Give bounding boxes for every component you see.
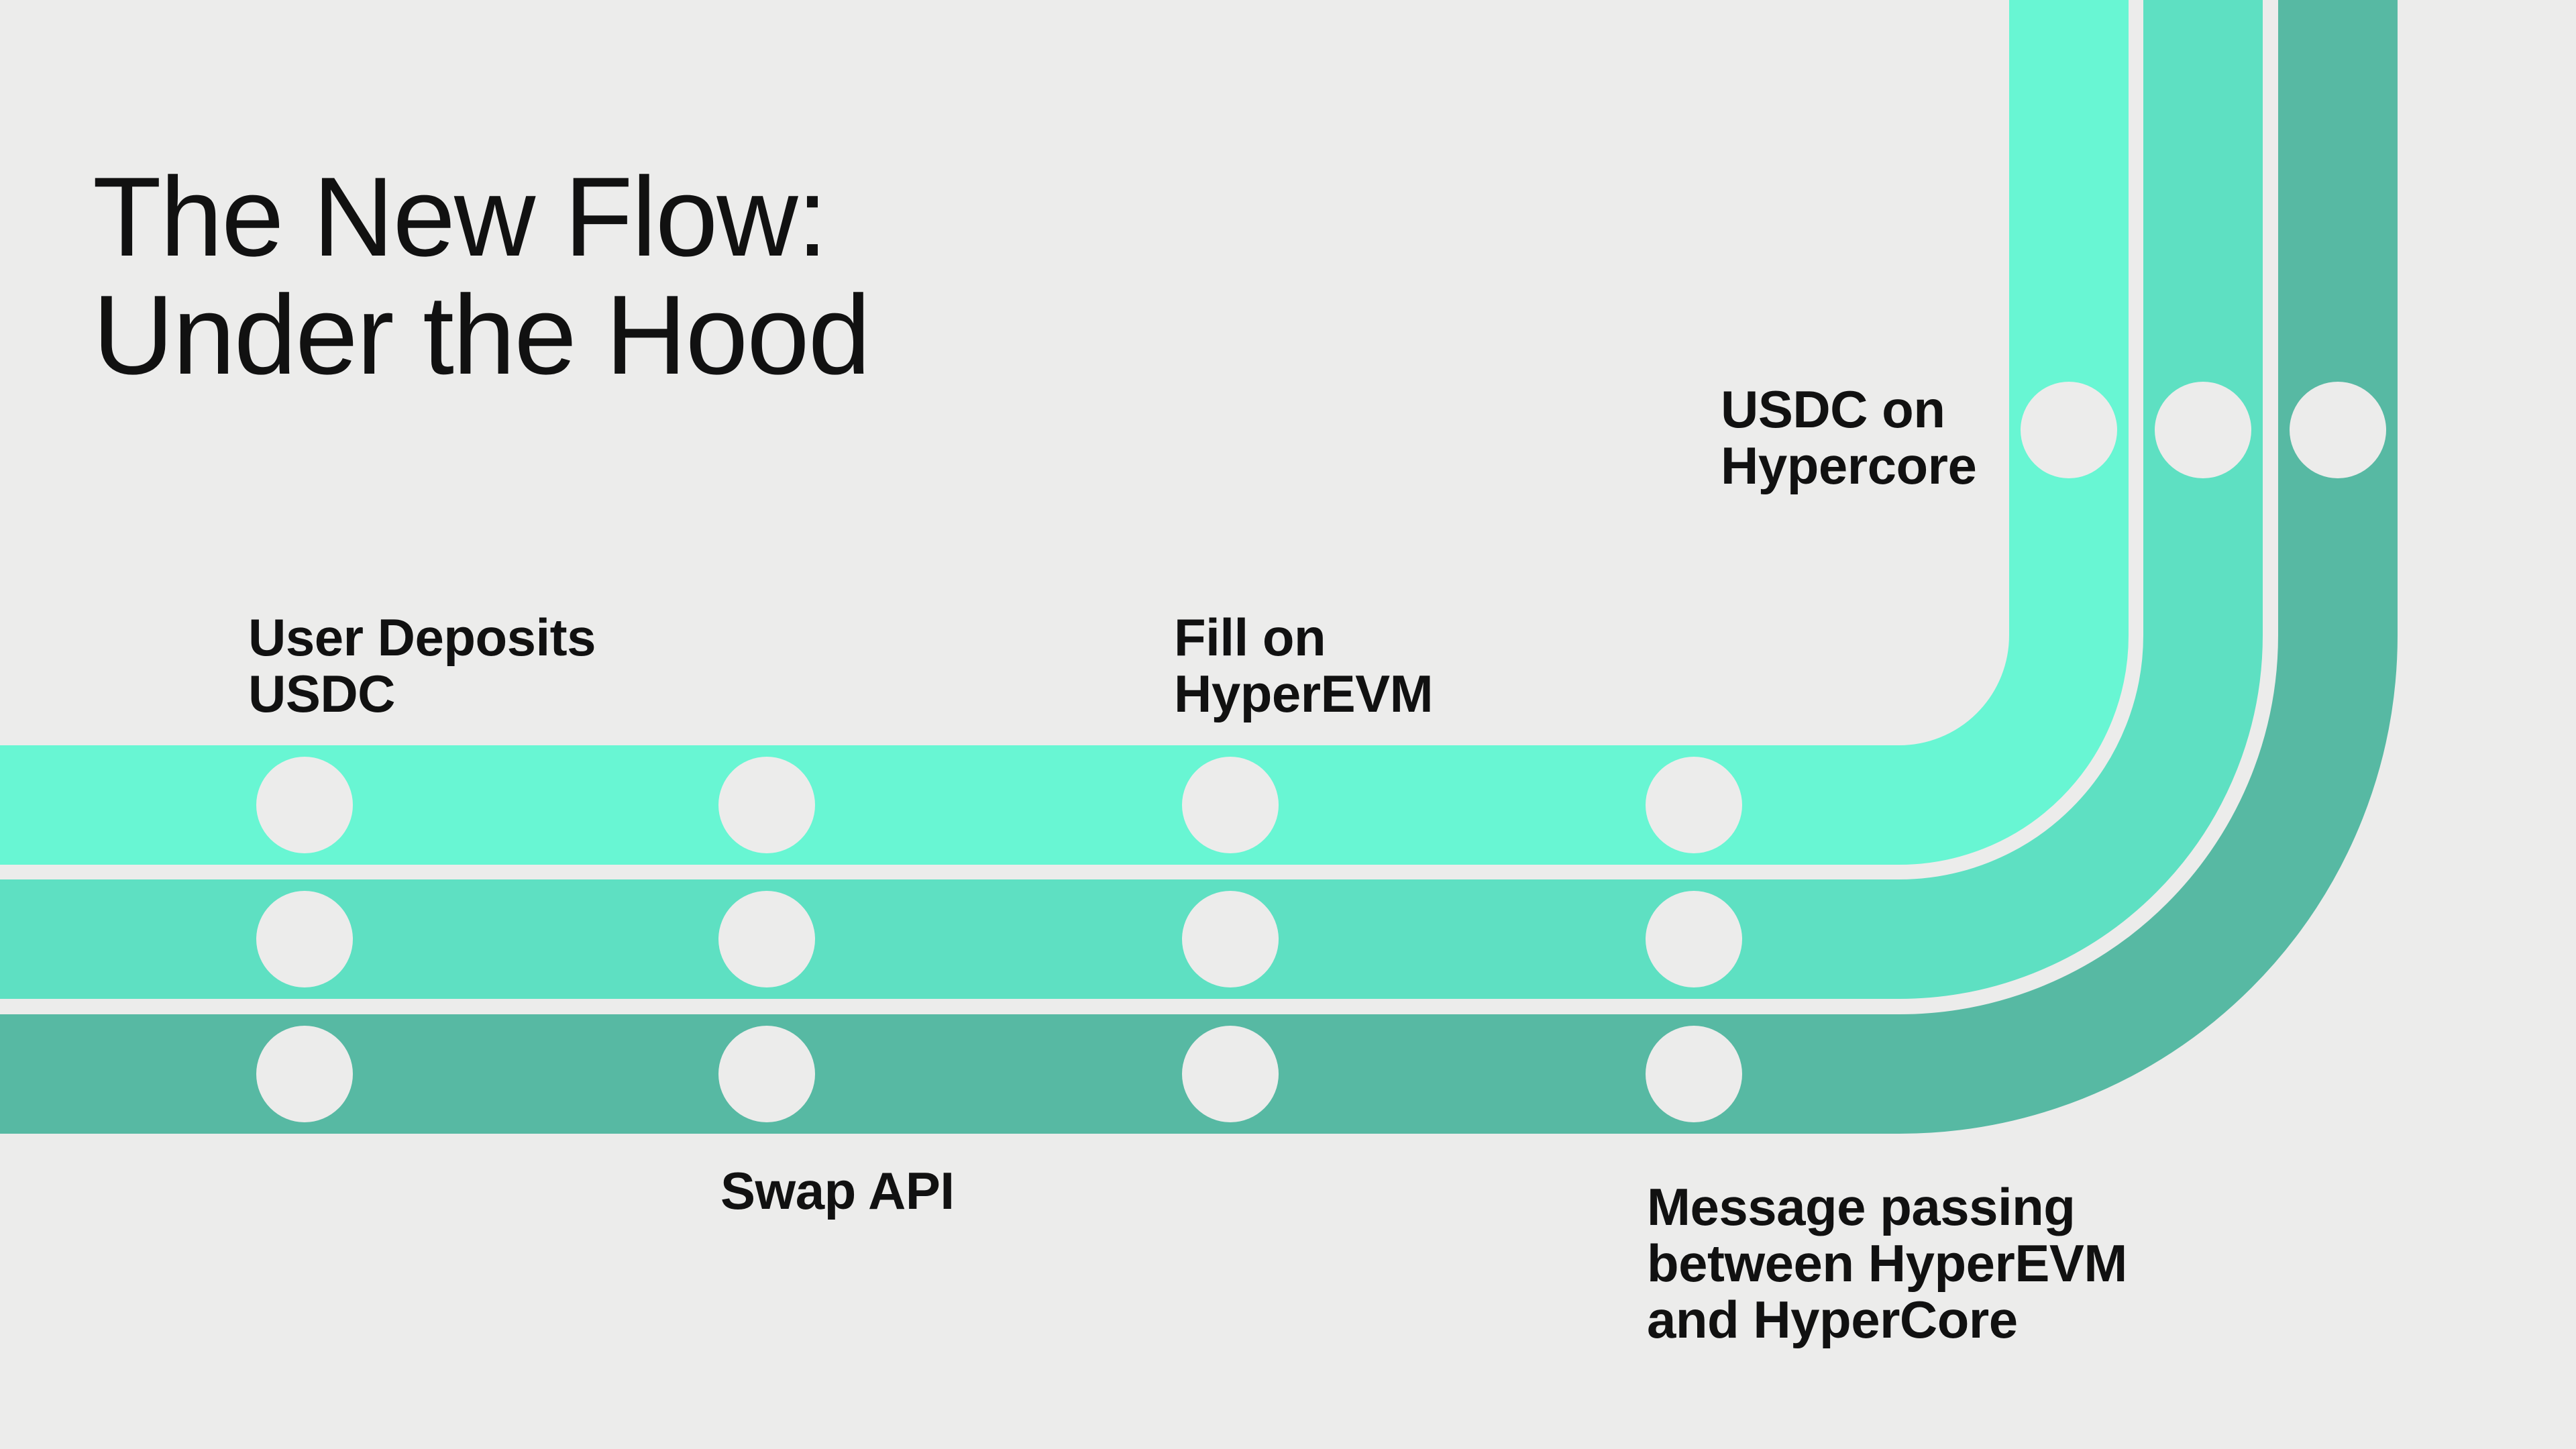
station-dot — [256, 757, 353, 853]
station-dot — [718, 1026, 815, 1122]
station-dot — [1182, 1026, 1279, 1122]
station-dot — [256, 891, 353, 987]
track-3-message-passing — [0, 0, 2398, 1134]
station-dot — [718, 757, 815, 853]
station-dot — [1182, 891, 1279, 987]
station-dot — [1646, 891, 1742, 987]
station-dot — [1646, 1026, 1742, 1122]
station-dot — [2155, 382, 2251, 478]
label-usdc-on-hypercore: USDC on Hypercore — [1721, 380, 1977, 495]
station-dot — [2021, 382, 2117, 478]
station-dot — [256, 1026, 353, 1122]
station-dot — [1646, 757, 1742, 853]
label-message-passing: Message passing between HyperEVM and Hyp… — [1647, 1177, 2127, 1349]
track-2-swap-fill — [0, 0, 2263, 999]
station-dot — [718, 891, 815, 987]
label-fill-on-hyperevm: Fill on HyperEVM — [1174, 608, 1434, 723]
station-dot — [2290, 382, 2386, 478]
page-title: The New Flow: Under the Hood — [93, 153, 871, 398]
label-swap-api: Swap API — [720, 1161, 955, 1220]
track-1-usdc-deposit — [0, 0, 2129, 865]
station-dot — [1182, 757, 1279, 853]
label-user-deposits-usdc: User Deposits USDC — [248, 608, 596, 723]
